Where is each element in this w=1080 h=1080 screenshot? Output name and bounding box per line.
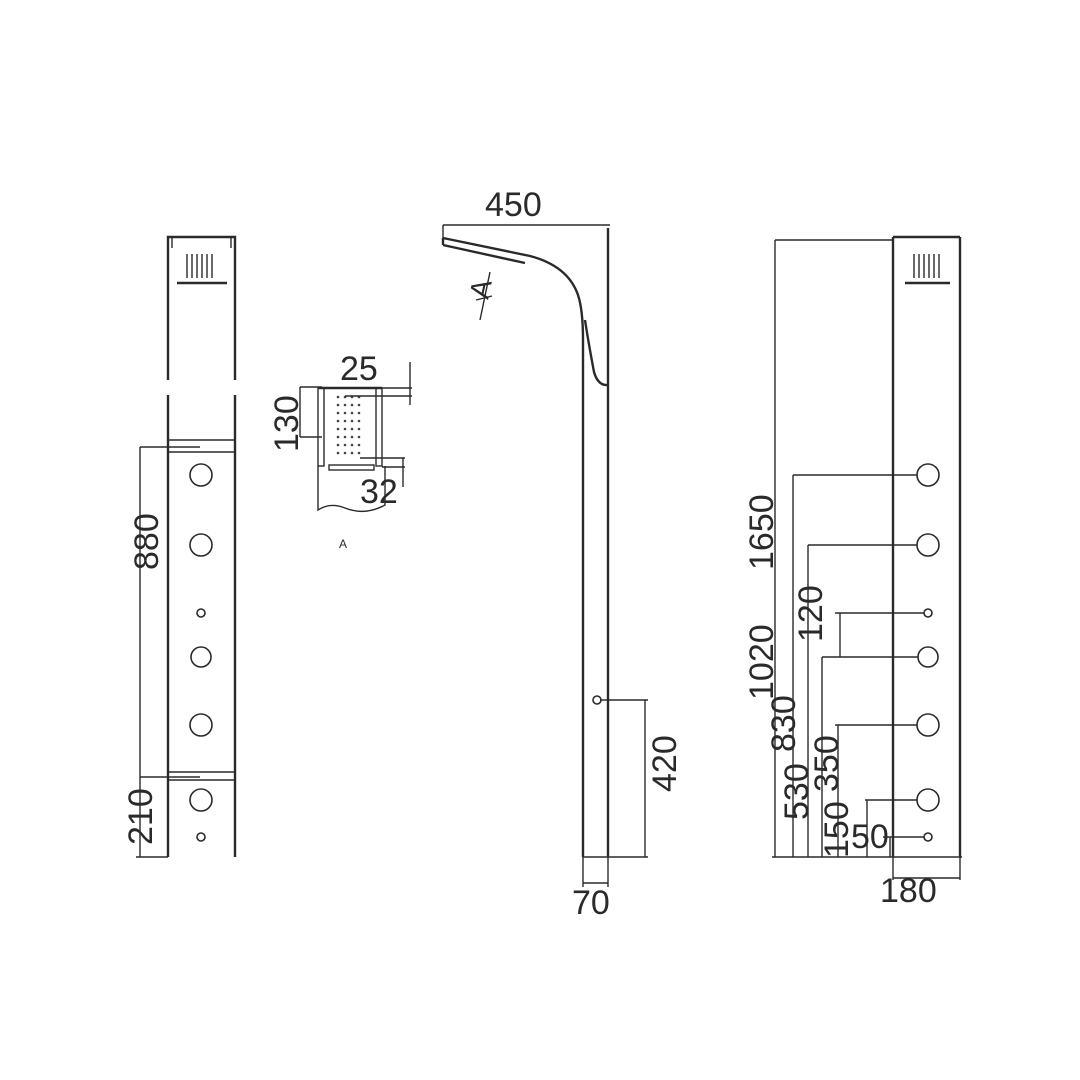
dim-32: 32: [360, 473, 398, 511]
small-outlet: [196, 608, 206, 618]
body-jet: [189, 463, 213, 487]
body-jet: [916, 713, 940, 737]
shower-head-outline: [166, 235, 237, 380]
small-outlet: [923, 832, 933, 842]
small-outlet: [923, 608, 933, 618]
control-knob: [189, 788, 213, 812]
small-outlet: [196, 832, 206, 842]
jet-circles: [189, 463, 213, 842]
dim-1650: 1650: [743, 494, 781, 570]
control-knob: [916, 788, 940, 812]
dim-150: 150: [818, 801, 856, 858]
dim-25: 25: [340, 350, 378, 388]
right-view: 1650 1020 830 530 120 350 150 50 180: [743, 235, 962, 910]
rain-head-icon: [905, 254, 950, 285]
dim-70: 70: [572, 884, 610, 922]
body-jet: [189, 713, 213, 737]
body-jet: [916, 533, 940, 557]
side-outlet: [592, 695, 602, 705]
control-knob: [190, 646, 212, 668]
body-jet: [916, 463, 940, 487]
dim-880: 880: [128, 513, 166, 570]
dim-130: 130: [268, 395, 306, 452]
dim-50: 50: [851, 818, 889, 856]
dim-830: 830: [765, 695, 803, 752]
dim-420: 420: [646, 735, 684, 792]
side-view: A 450 420 70: [441, 186, 684, 922]
dim-530: 530: [778, 763, 816, 820]
dim-450: 450: [485, 186, 542, 224]
dim-1020: 1020: [743, 624, 781, 700]
dim-350: 350: [808, 735, 846, 792]
section-cut-mark: [475, 271, 493, 321]
front-view: 880 210: [122, 235, 237, 858]
section-label-a: A: [464, 276, 498, 301]
rain-head-icon: [177, 254, 227, 285]
dim-180: 180: [880, 872, 937, 910]
body-jet: [189, 533, 213, 557]
detail-a: 25 130 32 A: [268, 350, 412, 551]
dim-210: 210: [122, 788, 160, 845]
detail-label-a: A: [339, 537, 347, 551]
control-knob: [917, 646, 939, 668]
dim-120: 120: [792, 585, 830, 642]
